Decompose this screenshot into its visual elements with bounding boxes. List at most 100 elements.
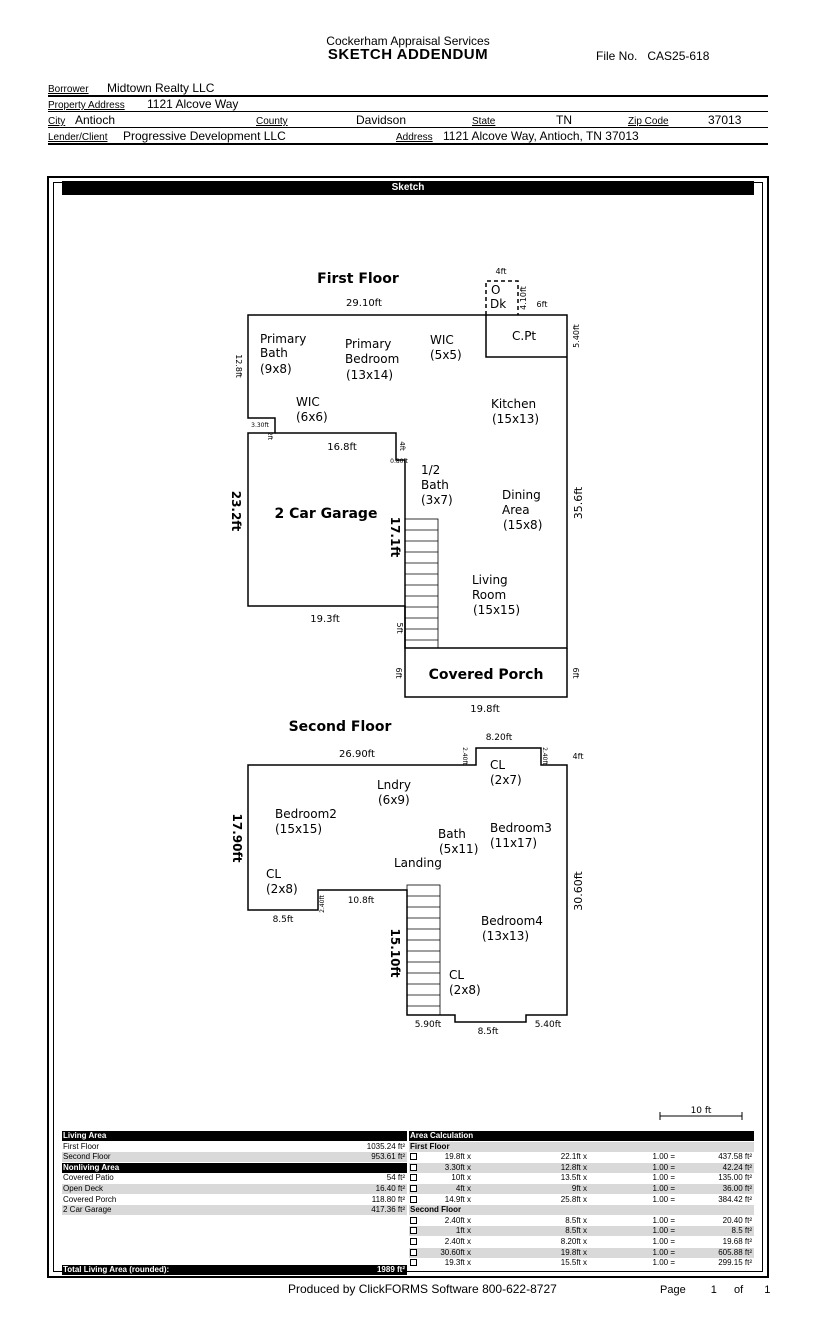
- living-area-value: 118.80 ft²: [371, 1194, 405, 1204]
- city-label: City: [48, 116, 66, 127]
- deck-dk: Dk: [490, 297, 506, 311]
- living-area-label: 2 Car Garage: [63, 1205, 112, 1215]
- living-area-value: 54 ft²: [386, 1173, 405, 1183]
- second-floor-title: Second Floor: [289, 719, 392, 735]
- room-living-3: (15x15): [473, 603, 520, 617]
- state-label: State: [472, 116, 496, 127]
- address-label: Address: [396, 132, 433, 143]
- living-area-label: Open Deck: [63, 1184, 104, 1193]
- sketch-frame: [47, 176, 769, 1278]
- deck-o: O: [491, 283, 500, 297]
- room-landing: Landing: [394, 856, 442, 870]
- area-calc-dim-a: 19.8ft x: [444, 1152, 471, 1162]
- room-lndry: Lndry: [377, 778, 411, 792]
- dim-stair-low: 5ft: [395, 623, 404, 634]
- page-title: SKETCH ADDENDUM: [327, 46, 489, 63]
- living-area-row: 2 Car Garage 417.36 ft²: [62, 1205, 407, 1216]
- checkbox-icon: [410, 1195, 417, 1203]
- lender-label: Lender/Client: [48, 132, 108, 143]
- area-calc-result: 299.15 ft²: [718, 1258, 752, 1268]
- dim-bump-width: 8.20ft: [486, 733, 513, 743]
- area-calc-result: 384.42 ft²: [718, 1194, 752, 1204]
- dim-step-h: 2.40ft: [319, 894, 326, 912]
- total-living-area-value: 1989 ft²: [376, 1264, 405, 1274]
- divider: [48, 95, 768, 97]
- room-dining-1: Dining: [502, 488, 541, 502]
- area-calc-dim-a: 2.40ft x: [444, 1237, 471, 1246]
- dim-second-top: 26.90ft: [339, 749, 375, 760]
- first-floor-outline: [247, 314, 568, 649]
- dim-bot-right: 5.40ft: [535, 1020, 562, 1030]
- borrower-label: Borrower: [48, 84, 89, 95]
- county-value: Davidson: [356, 113, 407, 127]
- room-bedroom2-size: (15x15): [275, 822, 322, 836]
- area-calc-dim-b: 25.8ft x: [560, 1194, 587, 1204]
- area-calc-result: 605.88 ft²: [718, 1247, 752, 1257]
- page-label: Page: [660, 1284, 686, 1296]
- checkbox-icon: [410, 1216, 417, 1224]
- room-bedroom2: Bedroom2: [275, 807, 337, 821]
- area-calc-dim-b: 19.8ft x: [560, 1247, 587, 1257]
- room-bedroom3-size: (11x17): [490, 836, 537, 850]
- room-half-bath-1: 1/2: [421, 463, 440, 477]
- room-wic-1-size: (5x5): [430, 348, 462, 362]
- area-calc-factor: 1.00 =: [652, 1162, 675, 1172]
- checkbox-icon: [410, 1163, 417, 1171]
- floor-plan-sketch: First Floor Second Floor 10 ft Primary B…: [229, 267, 743, 1120]
- area-calc-factor: 1.00 =: [652, 1215, 675, 1225]
- area-calc-dim-a: 14.9ft x: [444, 1194, 471, 1204]
- dim-notch-height: 2ft: [266, 432, 273, 441]
- state-value: TN: [556, 113, 572, 127]
- room-kitchen: Kitchen: [491, 397, 536, 411]
- dim-notch-width: 3.30ft: [251, 422, 269, 429]
- area-calc-factor: 1.00 =: [652, 1247, 675, 1257]
- dim-bump-left: 2.40ft: [461, 747, 468, 765]
- scale-label: 10 ft: [691, 1106, 712, 1116]
- area-calc-result: 42.24 ft²: [722, 1162, 752, 1172]
- second-floor-outline: [247, 747, 568, 1023]
- borrower-value: Midtown Realty LLC: [107, 81, 215, 95]
- living-area-label: Covered Porch: [63, 1194, 117, 1204]
- area-calc-factor: 1.00 =: [652, 1258, 675, 1268]
- area-calc-factor: 1.00 =: [652, 1226, 675, 1236]
- dim-left-garage: 23.2ft: [229, 491, 243, 532]
- first-floor-stairs: [404, 518, 439, 649]
- dim-porch-right: 6ft: [571, 668, 580, 679]
- room-cl-top-size: (2x7): [490, 773, 522, 787]
- dim-stair: 17.1ft: [388, 517, 402, 558]
- living-area-label: Covered Patio: [63, 1173, 114, 1183]
- file-number: File No.CAS25-618: [596, 49, 709, 63]
- room-cl-bottom-size: (2x8): [449, 983, 481, 997]
- area-calc-dim-a: 3.30ft x: [444, 1162, 471, 1172]
- dim-step-height: 4ft: [398, 441, 406, 451]
- garage-wall: [275, 432, 406, 648]
- room-cl-left-size: (2x8): [266, 882, 298, 896]
- dim-bot-mid: 8.5ft: [478, 1027, 499, 1037]
- room-primary-bedroom-2: Bedroom: [345, 352, 399, 366]
- area-calc-result: 8.5 ft²: [731, 1226, 752, 1236]
- living-area-value: 16.40 ft²: [375, 1184, 405, 1193]
- second-floor-stairs: [406, 884, 441, 1016]
- area-calc-result: 135.00 ft²: [718, 1173, 752, 1183]
- checkbox-icon: [410, 1185, 417, 1192]
- area-calc-dim-b: 8.5ft x: [565, 1215, 587, 1225]
- area-calc-dim-a: 4ft x: [455, 1184, 471, 1193]
- room-living-1: Living: [472, 573, 508, 587]
- dim-bot-left: 5.90ft: [415, 1020, 442, 1030]
- room-garage: 2 Car Garage: [275, 506, 378, 522]
- living-area-value: 417.36 ft²: [371, 1205, 405, 1215]
- area-calc-dim-b: 15.5ft x: [560, 1258, 587, 1268]
- covered-patio: [485, 315, 567, 358]
- area-calc-dim-b: 12.8ft x: [560, 1162, 587, 1172]
- area-calc-header: Area Calculation: [409, 1131, 754, 1141]
- living-area-row: Covered Porch 118.80 ft²: [62, 1195, 407, 1205]
- dim-deck-height: 4.10ft: [519, 286, 528, 310]
- room-primary-bedroom-1: Primary: [345, 337, 391, 351]
- room-cpt: C.Pt: [512, 329, 536, 343]
- zip-label: Zip Code: [628, 116, 669, 127]
